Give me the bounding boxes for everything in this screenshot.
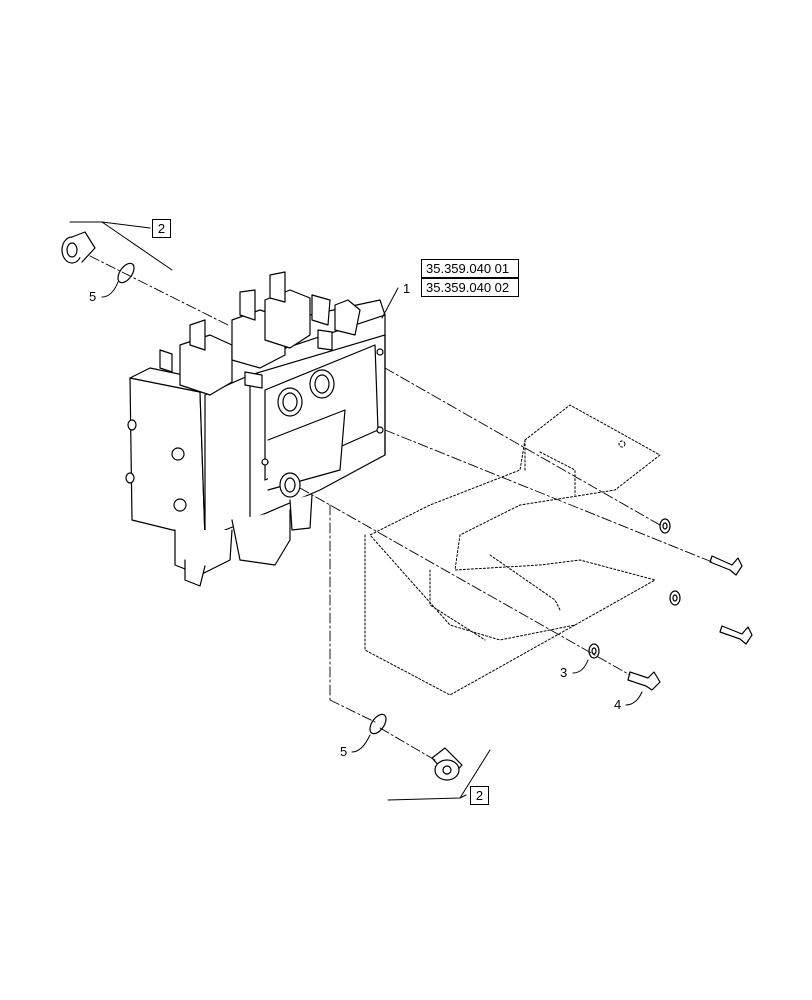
washers [588, 518, 681, 659]
callout-item-5-bottom: 5 [340, 744, 348, 759]
plug-top [61, 231, 96, 264]
callout-item-5-top: 5 [89, 289, 97, 304]
mounting-bracket [364, 404, 661, 696]
callout-item-2-top: 2 [152, 219, 171, 238]
reference-box-2[interactable]: 35.359.040 02 [421, 278, 519, 297]
callout-item-1: 1 [403, 281, 411, 296]
valve-ports [261, 348, 384, 498]
callout-item-3: 3 [560, 665, 568, 680]
callout-item-4: 4 [614, 697, 622, 712]
cover-bolts [125, 419, 187, 512]
plug-bottom [431, 747, 463, 781]
bolts [627, 555, 753, 691]
callout-item-2-bottom: 2 [470, 786, 489, 805]
o-ring-bottom [369, 713, 387, 735]
leader-lines [69, 221, 643, 801]
assembly-centerlines [89, 255, 713, 761]
reference-box-1[interactable]: 35.359.040 01 [421, 259, 519, 278]
solenoid-towers [159, 271, 361, 396]
